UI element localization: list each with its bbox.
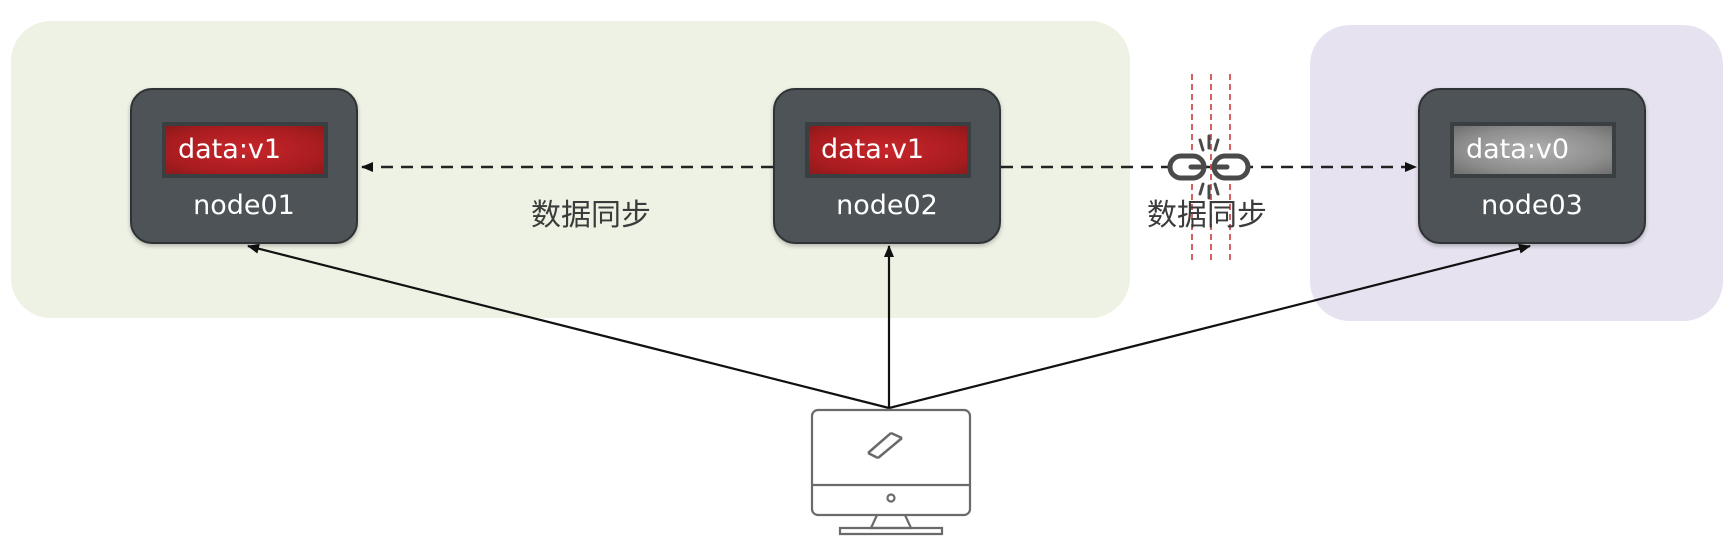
node-label: node01: [193, 190, 295, 221]
client-arrow-node03: [888, 243, 1531, 410]
node-card-node03: data:v0 node03: [1418, 88, 1646, 244]
data-value-box: data:v0: [1450, 122, 1616, 178]
monitor-icon: [810, 408, 972, 536]
node-card-node01: data:v1 node01: [130, 88, 358, 244]
sync-label-right: 数据同步: [1147, 198, 1267, 233]
node-label: node03: [1481, 190, 1583, 221]
data-value-box: data:v1: [162, 122, 328, 178]
client-arrow-node01: [247, 243, 890, 410]
broken-link-icon: [1167, 134, 1251, 200]
node-card-node02: data:v1 node02: [773, 88, 1001, 244]
node-label: node02: [836, 190, 938, 221]
data-value-box: data:v1: [805, 122, 971, 178]
sync-label-left: 数据同步: [531, 198, 651, 233]
